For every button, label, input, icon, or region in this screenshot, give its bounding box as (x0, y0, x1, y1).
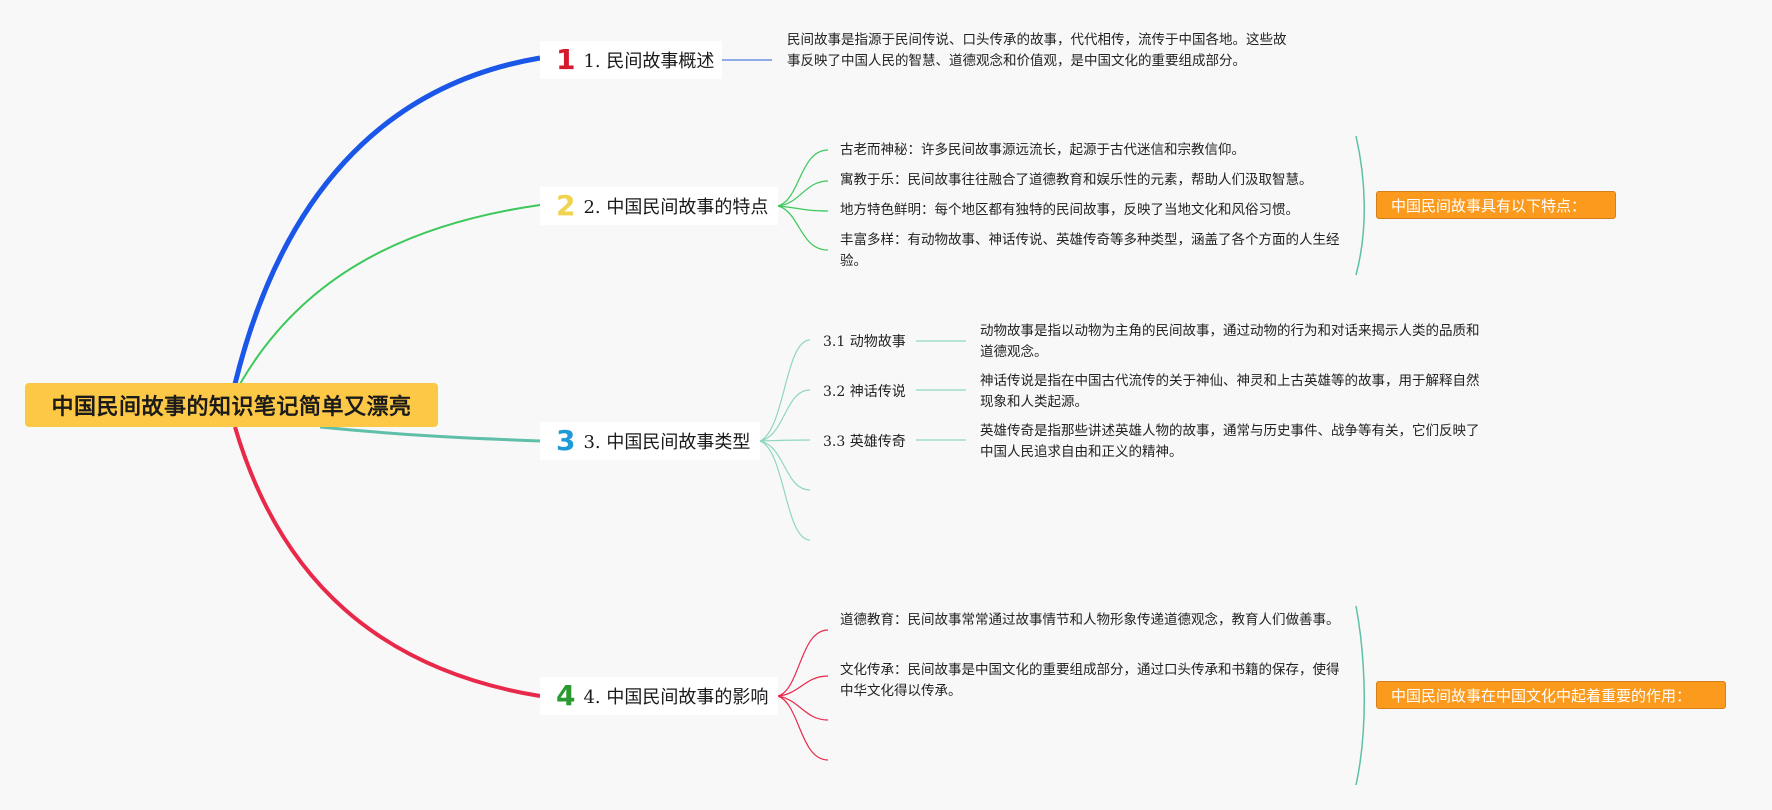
branch-2-summary[interactable]: 中国民间故事具有以下特点： (1376, 191, 1616, 219)
branch-4-item-1[interactable]: 道德教育：民间故事常常通过故事情节和人物形象传递道德观念，教育人们做善事。 (840, 612, 1340, 628)
branch-3-sub-1-text[interactable]: 动物故事是指以动物为主角的民间故事，通过动物的行为和对话来揭示人类的品质和道德观… (980, 323, 1480, 360)
branch-3-sub-2-text[interactable]: 神话传说是指在中国古代流传的关于神仙、神灵和上古英雄等的故事，用于解释自然现象和… (980, 373, 1480, 410)
branch-4-node[interactable]: 4 4. 中国民间故事的影响 (540, 677, 778, 715)
branch-2-item-2[interactable]: 寓教于乐：民间故事往往融合了道德教育和娱乐性的元素，帮助人们汲取智慧。 (840, 172, 1313, 188)
branch-2-label: 2. 中国民间故事的特点 (583, 197, 769, 218)
branch-3-sub-3-label[interactable]: 3.3 英雄传奇 (823, 434, 906, 450)
branch-2-number: 2 (556, 189, 576, 222)
branch-3-number: 3 (556, 424, 576, 457)
branch-3-sub-1-label[interactable]: 3.1 动物故事 (823, 334, 906, 350)
link-root-branch-3 (319, 425, 541, 443)
branch-4-bracket (1355, 605, 1365, 786)
branch-4-number: 4 (556, 679, 576, 712)
link-root-branch-4 (233, 426, 541, 698)
branch-3-sub-lines (916, 340, 966, 441)
branch-3-node[interactable]: 3 3. 中国民间故事类型 (540, 422, 760, 460)
branch-4-summary[interactable]: 中国民间故事在中国文化中起着重要的作用： (1376, 681, 1726, 709)
branch-2-fan (777, 149, 829, 251)
root-topic[interactable]: 中国民间故事的知识笔记简单又漂亮 (25, 383, 438, 427)
branch-3-sub-3-text[interactable]: 英雄传奇是指那些讲述英雄人物的故事，通常与历史事件、战争等有关，它们反映了中国人… (980, 423, 1480, 460)
root-title: 中国民间故事的知识笔记简单又漂亮 (51, 395, 412, 420)
link-root-branch-2 (239, 204, 541, 385)
branch-3-label: 3. 中国民间故事类型 (583, 432, 751, 453)
branch-4-label: 4. 中国民间故事的影响 (583, 687, 769, 708)
branch-2-item-1[interactable]: 古老而神秘：许多民间故事源远流长，起源于古代迷信和宗教信仰。 (840, 142, 1245, 158)
branch-2-bracket (1355, 135, 1365, 276)
branch-4-item-2[interactable]: 文化传承：民间故事是中国文化的重要组成部分，通过口头传承和书籍的保存，使得中华文… (840, 662, 1340, 699)
branch-1-label: 1. 民间故事概述 (583, 51, 715, 72)
link-root-branch-1 (232, 55, 541, 385)
branch-3-fan (759, 339, 811, 541)
branch-1-node[interactable]: 1 1. 民间故事概述 (540, 41, 722, 79)
branch-3-sub-2-label[interactable]: 3.2 神话传说 (823, 384, 906, 400)
branch-2-item-3[interactable]: 地方特色鲜明：每个地区都有独特的民间故事，反映了当地文化和风俗习惯。 (840, 202, 1299, 218)
branch-2-item-4[interactable]: 丰富多样：有动物故事、神话传说、英雄传奇等多种类型，涵盖了各个方面的人生经验。 (840, 232, 1340, 269)
branch-2-node[interactable]: 2 2. 中国民间故事的特点 (540, 187, 778, 225)
branch-1-number: 1 (556, 43, 576, 76)
branch-4-fan (777, 629, 829, 761)
branch-1-text[interactable]: 民间故事是指源于民间传说、口头传承的故事，代代相传，流传于中国各地。这些故事反映… (787, 32, 1287, 69)
